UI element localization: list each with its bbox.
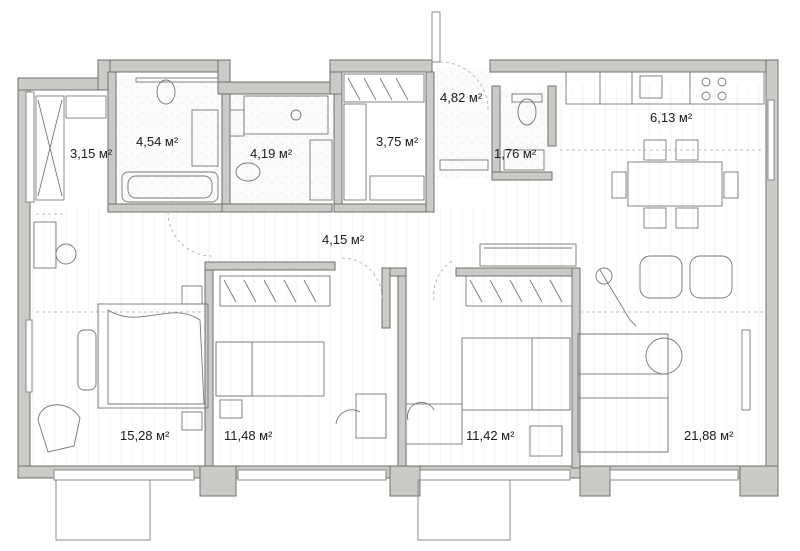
bath1-floor <box>115 78 225 208</box>
room-area-bathroom-1: 4,54 м² <box>136 134 179 149</box>
wc-floor <box>500 90 550 178</box>
room-area-kitchen: 6,13 м² <box>650 110 693 125</box>
room-area-wc: 1,76 м² <box>494 146 537 161</box>
room-area-wardrobe: 3,75 м² <box>376 134 419 149</box>
room-area-bathroom-2: 4,19 м² <box>250 146 293 161</box>
windows <box>25 11 775 541</box>
entrance-details <box>439 61 489 171</box>
wc-fixtures <box>503 93 545 171</box>
master-bedroom-furniture <box>33 221 209 453</box>
room-area-loggia: 3,15 м² <box>70 146 113 161</box>
corridor-details <box>36 211 577 313</box>
room-area-bedroom-master: 15,28 м² <box>120 428 170 443</box>
loggia-louvers <box>35 95 107 201</box>
room-area-corridor: 4,15 м² <box>322 232 365 247</box>
bedroom-3-furniture <box>405 275 573 457</box>
room-area-bedroom-3: 11,42 м² <box>466 428 515 443</box>
kitchen-furniture <box>560 71 765 229</box>
living-room-furniture <box>577 255 764 453</box>
room-area-entrance: 4,82 м² <box>440 90 483 105</box>
bedroom-2-furniture <box>215 275 387 439</box>
bathroom-2-fixtures <box>229 95 333 201</box>
entrance-floor <box>436 68 491 178</box>
bathroom-1-fixtures <box>121 77 219 203</box>
bath2-floor <box>228 92 336 208</box>
interior-walls <box>107 71 779 497</box>
room-area-bedroom-2: 11,48 м² <box>224 428 273 443</box>
wardrobe-shelving <box>343 73 425 201</box>
room-area-living-room: 21,88 м² <box>684 428 734 443</box>
